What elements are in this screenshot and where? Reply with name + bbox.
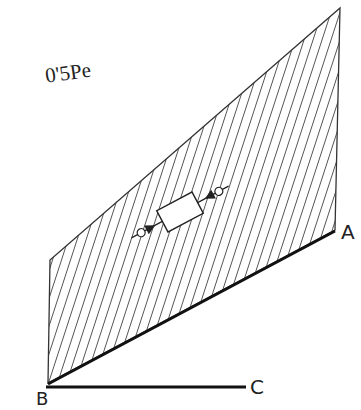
wall-band xyxy=(48,8,340,383)
hatch-line xyxy=(349,0,361,400)
hatch-line xyxy=(295,0,361,400)
anchor-symbol xyxy=(126,176,234,249)
hatch-line xyxy=(0,0,20,400)
hatching xyxy=(0,0,361,400)
hatch-line xyxy=(0,0,38,400)
hatch-line xyxy=(304,0,361,400)
hatch-line xyxy=(268,0,361,400)
point-label: B xyxy=(36,390,48,408)
load-label: 0'5Pe xyxy=(44,60,92,87)
hatch-line xyxy=(232,0,361,400)
hatch-line xyxy=(0,0,47,400)
hatch-line xyxy=(0,0,83,400)
hatch-line xyxy=(286,0,361,400)
point-label: A xyxy=(341,222,355,242)
ground-line xyxy=(46,386,246,389)
hatch-line xyxy=(241,0,361,400)
hatch-line xyxy=(322,0,361,400)
hatch-line xyxy=(313,0,361,400)
hatch-line xyxy=(0,0,56,400)
hatch-line xyxy=(340,0,361,400)
hatch-line xyxy=(250,0,361,400)
wall-line xyxy=(48,231,335,384)
hatch-line xyxy=(0,0,2,400)
hatch-line xyxy=(0,0,119,400)
hatch-line xyxy=(0,0,101,400)
hatch-line xyxy=(259,0,361,400)
point-label: C xyxy=(250,377,264,397)
hatch-line xyxy=(0,0,128,400)
hatch-line xyxy=(0,0,29,400)
hatch-line xyxy=(79,0,209,400)
hatch-line xyxy=(358,0,361,400)
hatch-line xyxy=(0,0,110,400)
hatch-line xyxy=(0,0,11,400)
hatch-line xyxy=(0,0,92,400)
hatch-line xyxy=(0,0,65,400)
hatch-line xyxy=(277,0,361,400)
